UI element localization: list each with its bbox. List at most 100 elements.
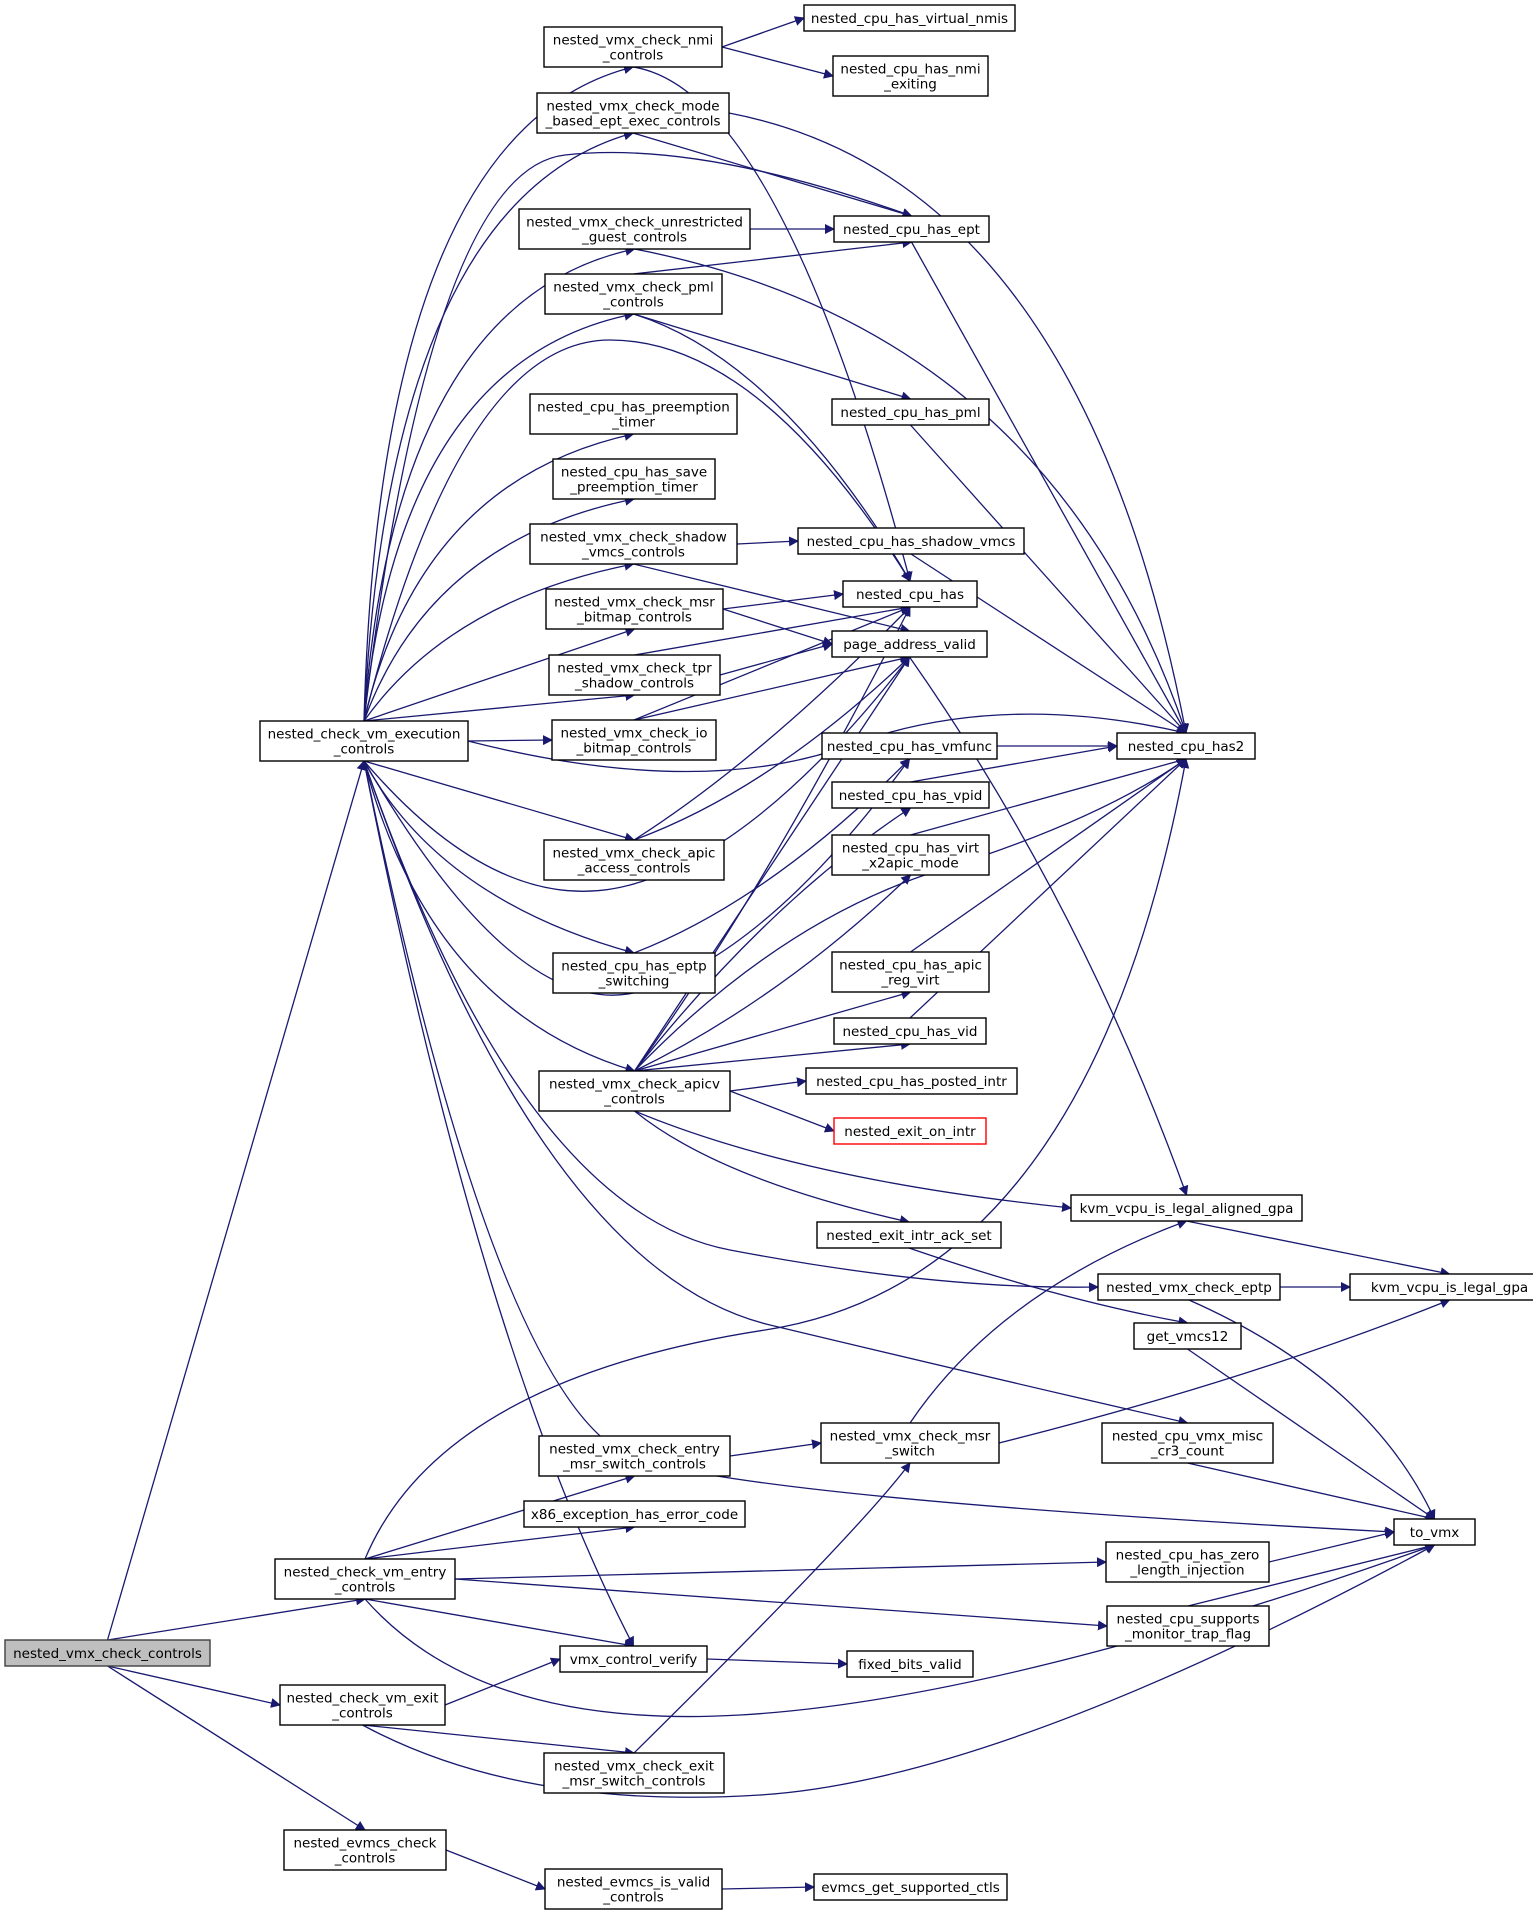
function-node-exec[interactable]: nested_check_vm_execution_controls bbox=[259, 720, 469, 762]
function-node-exitack[interactable]: nested_exit_intr_ack_set bbox=[816, 1221, 1002, 1249]
node-box bbox=[559, 1645, 708, 1673]
function-node-entry[interactable]: nested_check_vm_entry_controls bbox=[274, 1558, 456, 1600]
function-node-mtf[interactable]: nested_cpu_supports_monitor_trap_flag bbox=[1106, 1605, 1270, 1647]
function-node-evmcs[interactable]: nested_evmcs_check_controls bbox=[283, 1829, 447, 1871]
node-box bbox=[552, 952, 716, 994]
function-node-has2[interactable]: nested_cpu_has2 bbox=[1116, 732, 1256, 760]
function-node-legal[interactable]: kvm_vcpu_is_legal_gpa bbox=[1349, 1273, 1533, 1301]
function-node-haspml[interactable]: nested_cpu_has_pml bbox=[831, 398, 990, 426]
node-label: _controls bbox=[602, 295, 664, 311]
node-box bbox=[805, 1067, 1018, 1095]
node-box bbox=[846, 1650, 974, 1678]
node-label: nested_vmx_check_apic bbox=[553, 846, 716, 862]
node-label: _bitmap_controls bbox=[576, 741, 692, 757]
call-edge-mtf-to-tovmx bbox=[1187, 1542, 1436, 1607]
call-edge-root-to-exec bbox=[106, 760, 367, 1641]
edge-arrow bbox=[634, 874, 912, 1072]
call-edge-exec-to-apicv bbox=[363, 760, 636, 1074]
call-edge-exec-to-has bbox=[363, 339, 911, 722]
function-node-tpr[interactable]: nested_vmx_check_tpr_shadow_controls bbox=[548, 654, 721, 696]
function-node-has[interactable]: nested_cpu_has bbox=[842, 580, 978, 608]
call-edge-exec-to-tovmx bbox=[363, 760, 1395, 1537]
function-node-preempt[interactable]: nested_cpu_has_preemption_timer bbox=[529, 393, 738, 435]
function-node-posted[interactable]: nested_cpu_has_posted_intr bbox=[805, 1067, 1018, 1095]
function-node-vpid[interactable]: nested_cpu_has_vpid bbox=[831, 781, 990, 809]
function-node-entrymsr[interactable]: nested_vmx_check_entry_msr_switch_contro… bbox=[538, 1435, 731, 1477]
edge-arrow bbox=[363, 495, 635, 722]
function-node-x2apic[interactable]: nested_cpu_has_virt_x2apic_mode bbox=[831, 834, 990, 876]
call-edge-exec-to-unres bbox=[363, 245, 636, 722]
function-node-getvmcs[interactable]: get_vmcs12 bbox=[1133, 1322, 1242, 1350]
node-box bbox=[545, 588, 724, 630]
node-label: nested_vmx_check_eptp bbox=[1106, 1280, 1272, 1296]
function-node-exitmsr[interactable]: nested_vmx_check_exit_msr_switch_control… bbox=[543, 1752, 725, 1794]
call-edge-evvalid-to-evsup bbox=[721, 1882, 815, 1893]
node-label: nested_cpu_has_virt bbox=[842, 841, 979, 857]
function-node-zerolen[interactable]: nested_cpu_has_zero_length_injection bbox=[1105, 1541, 1270, 1583]
call-edge-entry-to-mtf bbox=[454, 1578, 1108, 1631]
call-edge-msrbmp-to-pav bbox=[722, 608, 833, 647]
edge-arrow bbox=[633, 563, 911, 634]
call-edge-shadowc-to-hasshadow bbox=[736, 536, 799, 547]
call-edge-nmi-to-nmiexit bbox=[721, 46, 834, 79]
function-node-shadowc[interactable]: nested_vmx_check_shadow_vmcs_controls bbox=[529, 523, 738, 565]
function-node-iobmp[interactable]: nested_vmx_check_io_bitmap_controls bbox=[551, 719, 717, 761]
function-node-root[interactable]: nested_vmx_check_controls bbox=[4, 1639, 211, 1667]
function-node-eptpsw[interactable]: nested_cpu_has_eptp_switching bbox=[552, 952, 716, 994]
function-node-vid[interactable]: nested_cpu_has_vid bbox=[833, 1017, 987, 1045]
edge-arrow bbox=[364, 1598, 635, 1650]
node-label: nested_cpu_has_ept bbox=[843, 222, 980, 238]
function-node-msrsw[interactable]: nested_vmx_check_msr_switch bbox=[820, 1422, 1000, 1464]
function-node-nmi[interactable]: nested_vmx_check_nmi_controls bbox=[543, 26, 723, 68]
edge-arrow bbox=[633, 807, 912, 1072]
function-node-tovmx[interactable]: to_vmx bbox=[1393, 1518, 1476, 1546]
call-edge-apicv-to-vid bbox=[634, 1039, 911, 1072]
node-label: kvm_vcpu_is_legal_aligned_gpa bbox=[1080, 1201, 1294, 1217]
function-node-misccr3[interactable]: nested_cpu_vmx_misc_cr3_count bbox=[1101, 1422, 1274, 1464]
edge-arrow bbox=[633, 656, 911, 841]
edge-arrow bbox=[362, 1724, 635, 1758]
function-node-vmxcv[interactable]: vmx_control_verify bbox=[559, 1645, 708, 1673]
function-node-msrbmp[interactable]: nested_vmx_check_msr_bitmap_controls bbox=[545, 588, 724, 630]
node-box bbox=[831, 398, 990, 426]
call-edge-apicv-to-exitack bbox=[634, 1110, 910, 1225]
function-node-exit[interactable]: nested_check_vm_exit_controls bbox=[279, 1684, 446, 1726]
call-edge-exec-to-vmxcv bbox=[363, 760, 635, 1647]
function-node-vnmis[interactable]: nested_cpu_has_virtual_nmis bbox=[803, 4, 1016, 32]
function-node-evvalid[interactable]: nested_evmcs_is_valid_controls bbox=[544, 1868, 723, 1910]
node-label: nested_cpu_has_vpid bbox=[839, 788, 983, 804]
function-node-apicv[interactable]: nested_vmx_check_apicv_controls bbox=[538, 1070, 731, 1112]
call-edge-exec-to-apicacc bbox=[363, 760, 635, 843]
function-node-apicacc[interactable]: nested_vmx_check_apic_access_controls bbox=[543, 839, 725, 881]
edge-arrow bbox=[454, 1557, 1107, 1580]
node-label: _based_ept_exec_controls bbox=[544, 114, 720, 130]
function-node-nmiexit[interactable]: nested_cpu_has_nmi_exiting bbox=[832, 55, 989, 97]
edge-arrow bbox=[910, 742, 1118, 783]
call-edge-eptp-to-tovmx bbox=[1188, 1299, 1436, 1520]
function-node-savepre[interactable]: nested_cpu_has_save_preemption_timer bbox=[552, 458, 716, 500]
function-node-unres[interactable]: nested_vmx_check_unrestricted_guest_cont… bbox=[518, 208, 751, 250]
function-node-legalal[interactable]: kvm_vcpu_is_legal_aligned_gpa bbox=[1070, 1194, 1303, 1222]
node-box bbox=[543, 839, 725, 881]
function-node-fbv[interactable]: fixed_bits_valid bbox=[846, 1650, 974, 1678]
node-label: nested_cpu_has_vmfunc bbox=[827, 739, 992, 755]
function-node-mode[interactable]: nested_vmx_check_mode_based_ept_exec_con… bbox=[536, 92, 730, 134]
edge-arrow bbox=[634, 989, 912, 1072]
edge-arrow bbox=[363, 760, 1099, 1293]
call-edge-exit-to-vmxcv bbox=[444, 1657, 561, 1706]
function-node-apicreg[interactable]: nested_cpu_has_apic_reg_virt bbox=[831, 951, 990, 993]
function-node-evsup[interactable]: evmcs_get_supported_ctls bbox=[813, 1873, 1008, 1901]
node-label: nested_vmx_check_unrestricted bbox=[526, 215, 743, 231]
function-node-vmfunc[interactable]: nested_cpu_has_vmfunc bbox=[821, 732, 998, 760]
function-node-hasshadow[interactable]: nested_cpu_has_shadow_vmcs bbox=[797, 527, 1025, 555]
function-node-exitintr[interactable]: nested_exit_on_intr bbox=[833, 1117, 987, 1145]
call-edge-msrsw-to-legalal bbox=[909, 1219, 1188, 1424]
function-node-pav[interactable]: page_address_valid bbox=[831, 630, 988, 658]
edge-arrow bbox=[444, 1657, 561, 1706]
function-node-hasept[interactable]: nested_cpu_has_ept bbox=[833, 215, 990, 243]
node-box bbox=[820, 1422, 1000, 1464]
function-node-pml[interactable]: nested_vmx_check_pml_controls bbox=[544, 273, 723, 315]
function-node-x86exc[interactable]: x86_exception_has_error_code bbox=[523, 1500, 746, 1528]
function-node-eptp[interactable]: nested_vmx_check_eptp bbox=[1097, 1273, 1281, 1301]
node-label: _reg_virt bbox=[880, 973, 939, 989]
